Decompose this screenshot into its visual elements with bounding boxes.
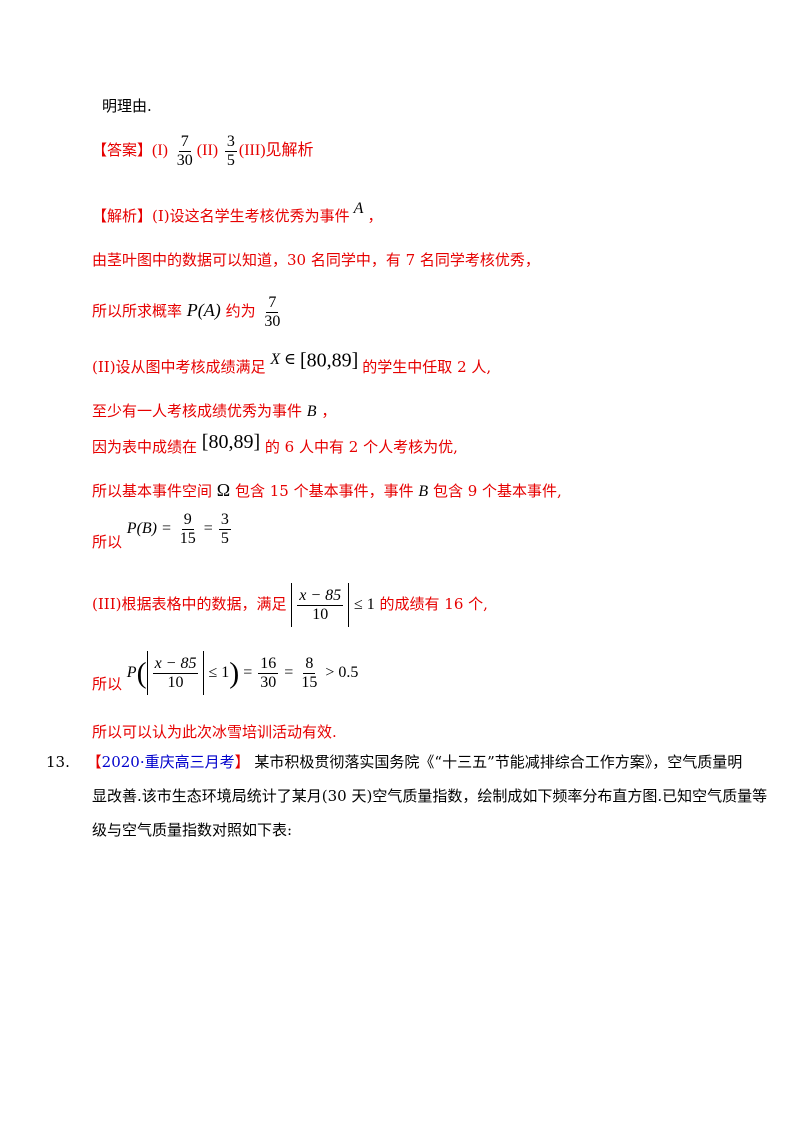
answer-line: 【答案】(I) 7 30 (II) 3 5 (III)见解析 — [92, 132, 314, 169]
intro-text: 明理由. — [102, 97, 152, 115]
analysis-line-3: 所以所求概率 P(A) 约为 7 30 — [92, 293, 281, 330]
analysis-line-6: 因为表中成绩在 [80,89] 的 6 人中有 2 个人考核为优, — [92, 431, 458, 456]
absolute-value-expression: x − 85 10 — [291, 583, 350, 627]
problem-13-line-3: 级与空气质量指数对照如下表: — [92, 821, 293, 839]
analysis-line-4: (II)设从图中考核成绩满足 X ∈ [80,89] 的学生中任取 2 人, — [92, 349, 492, 376]
answer-fraction-1: 7 30 — [176, 132, 193, 169]
fraction-9-15: 9 15 — [179, 510, 196, 547]
problem-number: 13. — [46, 753, 70, 771]
probability-fraction: 7 30 — [264, 293, 281, 330]
analysis-line-10: 所以 P( x − 85 10 ≤ 1) = 16 30 = 8 15 > 0.… — [92, 650, 358, 696]
problem-13-line-2: 显改善.该市生态环境局统计了某月(30 天)空气质量指数，绘制成如下频率分布直方… — [92, 787, 768, 805]
answer-label: 【答案】 — [92, 141, 153, 159]
analysis-line-9: (III)根据表格中的数据，满足 x − 85 10 ≤ 1 的成绩有 16 个… — [92, 582, 488, 627]
analysis-line-7: 所以基本事件空间 Ω 包含 15 个基本事件，事件 B 包含 9 个基本事件, — [92, 480, 562, 500]
analysis-conclusion: 所以可以认为此次冰雪培训活动有效. — [92, 723, 337, 741]
answer-fraction-2: 3 5 — [224, 132, 237, 169]
analysis-line-5: 至少有一人考核成绩优秀为事件 B ， — [92, 402, 337, 420]
fraction-3-5: 3 5 — [218, 510, 231, 547]
problem-source: 2020·重庆高三月考 — [101, 753, 235, 771]
analysis-line-8: 所以 P(B) = 9 15 = 3 5 — [92, 510, 231, 551]
analysis-label: 【解析】 — [92, 207, 153, 225]
analysis-line-2: 由茎叶图中的数据可以知道，30 名同学中，有 7 名同学考核优秀， — [92, 251, 540, 269]
problem-13-line-1: 13. 【2020·重庆高三月考】 某市积极贯彻落实国务院《“十三五”节能减排综… — [46, 753, 743, 771]
